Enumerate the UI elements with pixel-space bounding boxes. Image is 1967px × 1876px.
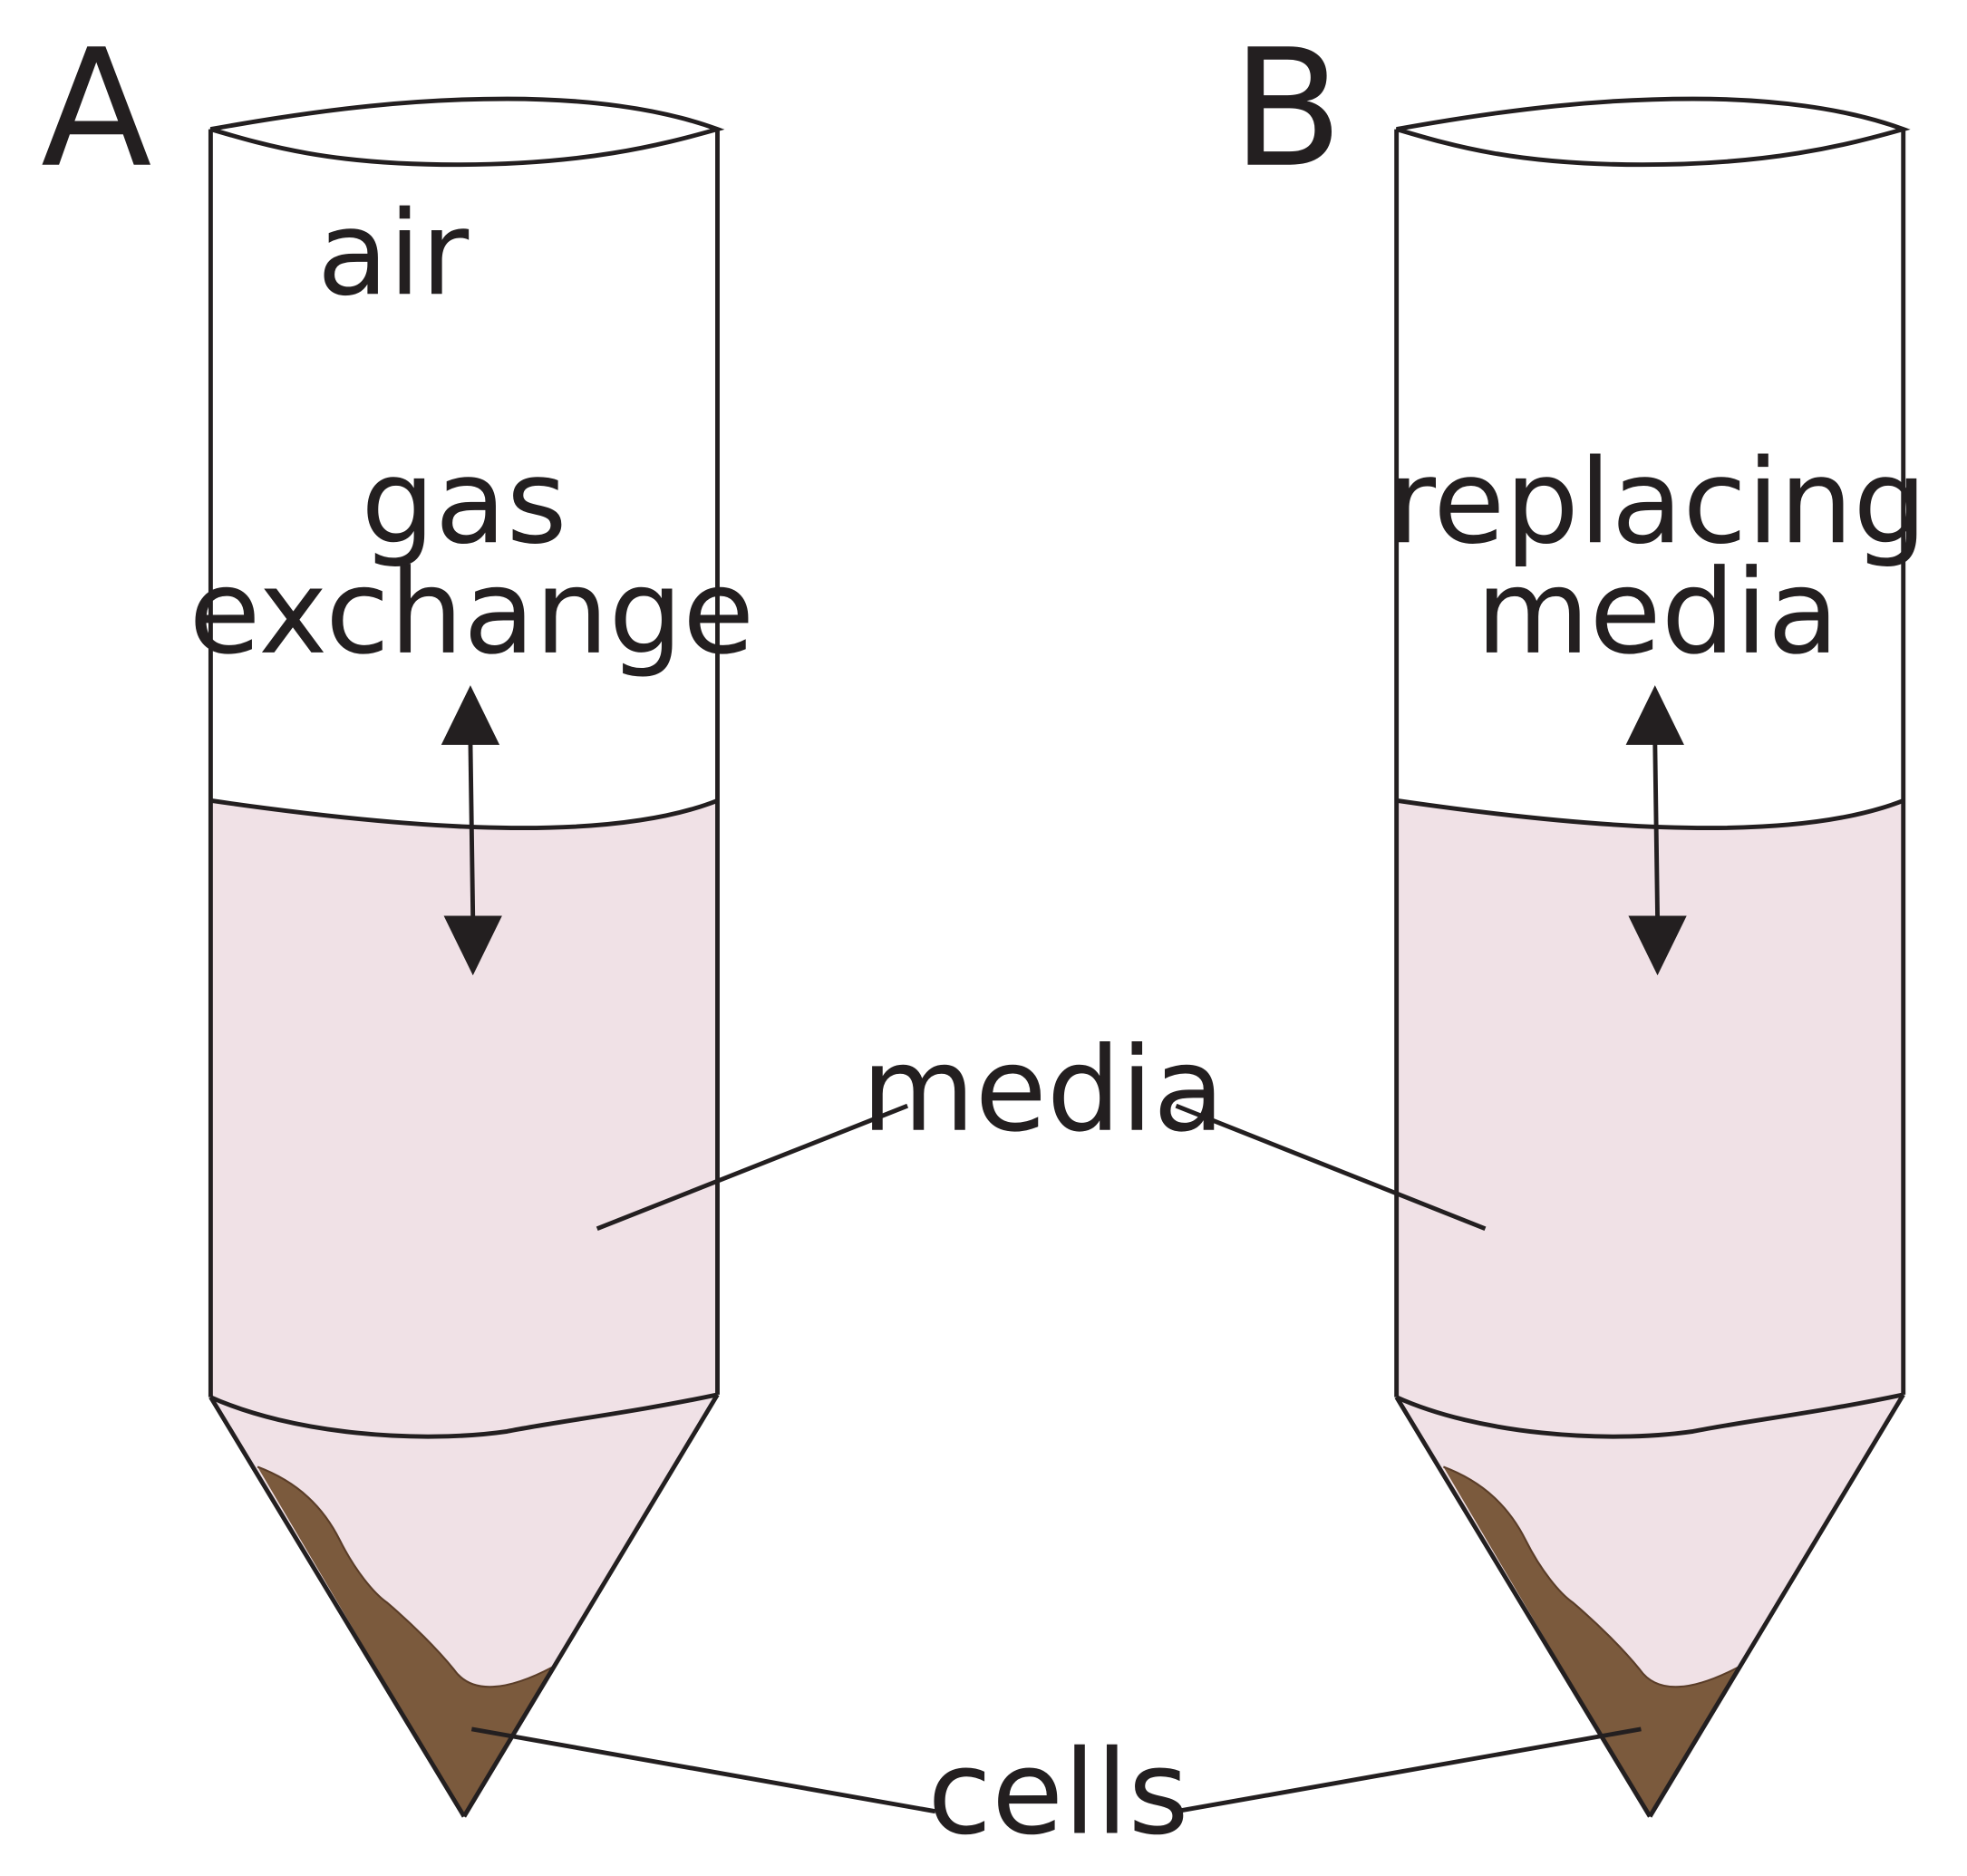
tube-a-cone-right <box>461 1393 720 1818</box>
tube-a-meniscus <box>210 798 719 831</box>
tube-b-cone-media <box>1396 1394 1904 1817</box>
tube-b-media <box>1396 800 1904 1437</box>
gas-exchange-label-line1: gas <box>361 435 567 570</box>
panel-letter-a: A <box>41 15 151 204</box>
replacing-media-label-line1: replacing <box>1388 435 1927 570</box>
cells-leader-a <box>470 1726 936 1814</box>
tube-b-rim <box>1395 96 1911 168</box>
tube-b-double-arrow <box>1625 685 1687 976</box>
tube-a-cone-join <box>209 1392 718 1439</box>
tube-b-cone-join <box>1395 1392 1904 1439</box>
gas-exchange-label-line2: exchange <box>189 546 754 681</box>
tube-b-cone-left <box>1394 1396 1652 1818</box>
tube-a-cells-edge <box>257 1465 554 1688</box>
tube-b-cone-right <box>1648 1393 1905 1818</box>
air-label: air <box>317 187 470 322</box>
cells-label: cells <box>927 1726 1188 1861</box>
tube-b-cells-edge <box>1442 1465 1739 1688</box>
cells-leader-b <box>1176 1726 1642 1814</box>
replacing-media-label-line2: media <box>1476 546 1839 681</box>
tube-b-cells <box>1443 1466 1739 1817</box>
tube-a-media <box>210 800 718 1437</box>
tube-a-double-arrow <box>441 685 502 976</box>
tube-a-cone-media <box>210 1394 718 1817</box>
tube-a-rim <box>209 96 725 168</box>
tube-a-cone-left <box>208 1396 467 1818</box>
tube-b <box>1394 96 1911 1818</box>
media-leader-a <box>596 1103 909 1232</box>
tube-a <box>208 96 725 1818</box>
media-label: media <box>861 1023 1225 1158</box>
tube-b-meniscus <box>1396 798 1904 831</box>
panel-letter-b: B <box>1232 15 1343 204</box>
media-leader-b <box>1175 1103 1487 1232</box>
